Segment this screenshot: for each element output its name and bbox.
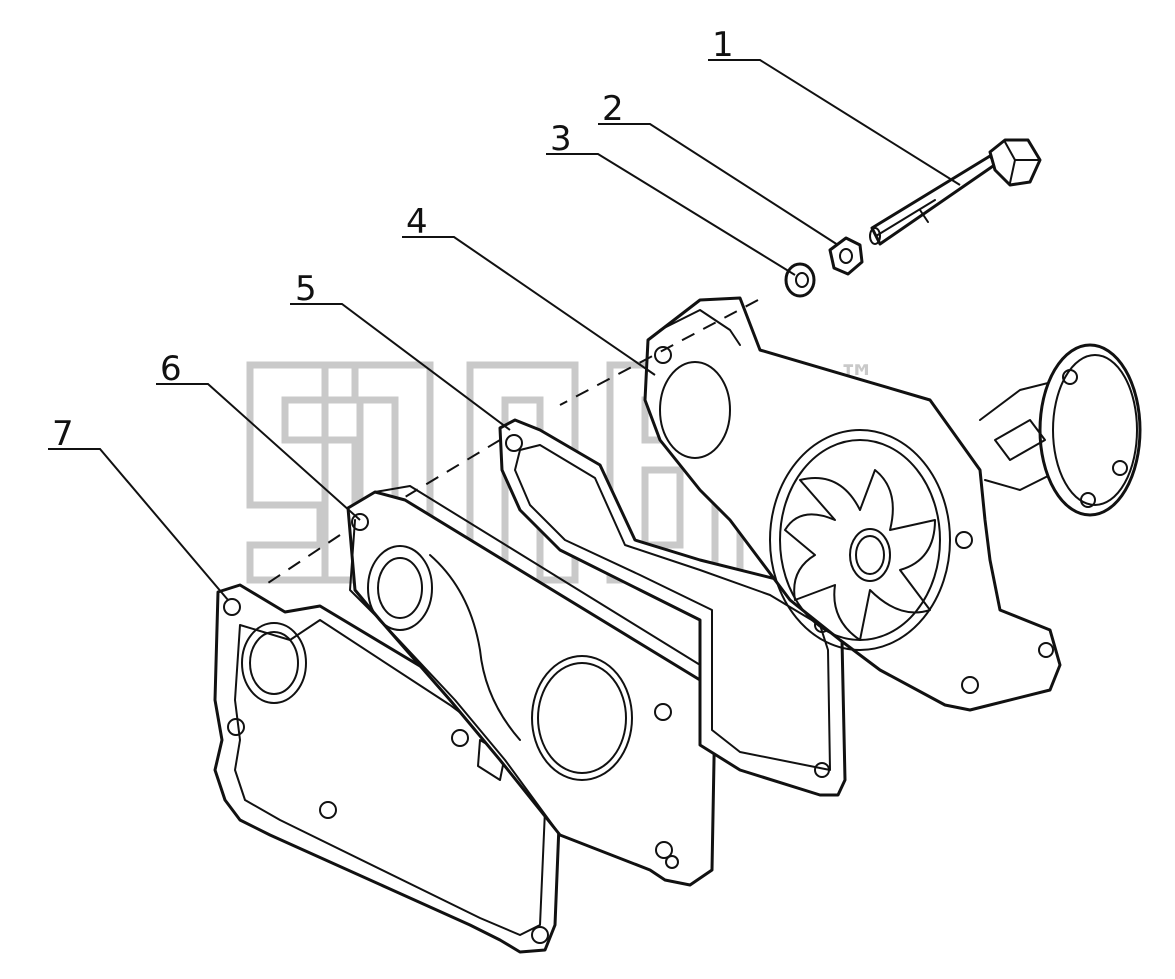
- part-2-nut: [828, 236, 864, 276]
- callout-5: 5: [290, 269, 511, 431]
- part-1-bolt: [869, 138, 1042, 246]
- callout-2: 2: [598, 89, 839, 246]
- callout-5-label: 5: [295, 269, 317, 309]
- callout-3-label: 3: [550, 119, 572, 159]
- callout-6-label: 6: [160, 349, 182, 389]
- callout-1-label: 1: [712, 25, 734, 65]
- callout-2-label: 2: [602, 89, 624, 129]
- part-3-washer: [784, 262, 816, 298]
- part-7-gasket: [213, 583, 562, 954]
- callout-6: 6: [156, 349, 361, 521]
- callout-1: 1: [708, 25, 961, 186]
- callout-3: 3: [546, 119, 796, 276]
- part-6-cover-plate: [346, 485, 717, 887]
- assembly-axis-lines: [264, 299, 759, 586]
- callout-7: 7: [48, 414, 229, 601]
- callout-4: 4: [402, 202, 656, 376]
- part-4-pump-body: [643, 296, 1142, 712]
- callout-4-label: 4: [406, 202, 428, 242]
- callouts: 1 2 3 4 5 6 7: [48, 25, 961, 601]
- callout-7-label: 7: [52, 414, 74, 454]
